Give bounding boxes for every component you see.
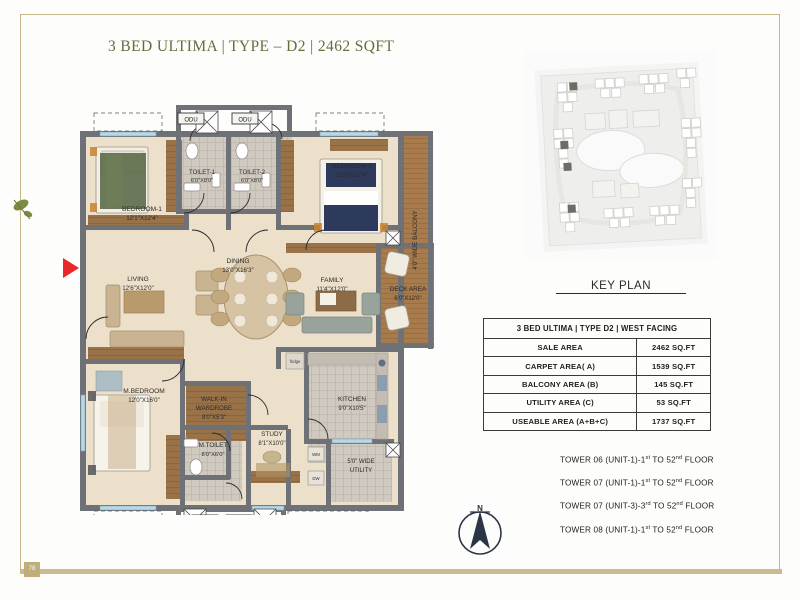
room-dims-mtoilet: 8'0"X6'0" — [201, 452, 224, 458]
room-dims-bedroom2: 13'0"X12'4" — [336, 172, 368, 179]
tower-line-1: TOWER 06 (UNIT-1)-1st TO 52nd FLOOR — [560, 455, 714, 465]
room-label-mbedroom: M.BEDROOM — [123, 388, 164, 395]
compass-north-label: N — [477, 504, 483, 513]
tower-floor-list: TOWER 06 (UNIT-1)-1st TO 52nd FLOOR TOWE… — [560, 455, 790, 548]
table-row: CARPET AREA( A) 1539 SQ.FT — [482, 356, 711, 376]
table-row: UTILITY AREA (C) 53 SQ.FT — [482, 393, 711, 413]
room-dims-mbedroom: 12'0"X16'0" — [128, 397, 160, 404]
room-label-toilet1: TOILET-1 — [189, 170, 216, 176]
entry-direction-arrow-icon — [63, 258, 79, 278]
spec-label-useable-area: USEABLE AREA (A+B+C) — [482, 411, 638, 431]
key-plan-title: KEY PLAN — [556, 280, 686, 294]
room-dims-kitchen: 9'0"X10'5" — [338, 406, 365, 412]
tower-line-4: TOWER 08 (UNIT-1)-1st TO 52nd FLOOR — [560, 524, 714, 535]
room-dims-living: 12'6"X12'0" — [122, 285, 154, 292]
spec-label-sale-area: SALE AREA — [482, 337, 638, 358]
room-label-utility-1: 5'0" WIDE — [347, 459, 374, 465]
dishwasher-label: DW — [312, 476, 320, 481]
spec-table-header: 3 BED ULTIMA | TYPE D2 | WEST FACING — [483, 318, 711, 339]
room-dims-wardrobe: 8'0"X5'3" — [202, 415, 226, 421]
svg-text:ODU: ODU — [184, 118, 197, 124]
svg-text:ODU: ODU — [238, 118, 251, 124]
room-label-family: FAMILY — [321, 277, 345, 284]
spec-value-utility-area: 53 SQ.FT — [636, 393, 711, 413]
spec-value-carpet-area: 1539 SQ.FT — [636, 356, 711, 376]
room-label-wardrobe-1: WALK-IN — [201, 396, 227, 403]
tower-line-3: TOWER 07 (UNIT-3)-3rd TO 52nd FLOOR — [560, 501, 715, 512]
room-label-balcony: 4'0" WIDE BALCONY — [412, 210, 419, 269]
key-plan-map — [525, 50, 717, 260]
table-row: BALCONY AREA (B) 145 SQ.FT — [482, 374, 711, 395]
spec-label-balcony-area: BALCONY AREA (B) — [482, 374, 638, 395]
spec-label-utility-area: UTILITY AREA (C) — [482, 393, 638, 413]
tower-line-2: TOWER 07 (UNIT-1)-1st TO 52nd FLOOR — [560, 478, 714, 488]
page-title: 3 BED ULTIMA | TYPE – D2 | 2462 SQFT — [108, 38, 395, 55]
room-dims-dining: 13'0"X16'3" — [222, 267, 254, 274]
room-label-mtoilet: M.TOILET — [199, 442, 228, 449]
room-dims-bedroom1: 12'1"X12'4" — [126, 215, 158, 222]
washing-machine-label: WM — [312, 452, 320, 457]
fridge-label: fridge — [290, 359, 301, 364]
spec-value-useable-area: 1737 SQ.FT — [636, 411, 711, 431]
room-label-deck: DECK AREA — [390, 286, 427, 293]
spec-value-balcony-area: 145 SQ.FT — [636, 374, 711, 395]
room-dims-deck: 6'0"X12'0" — [394, 296, 421, 302]
room-label-toilet2: TOILET-2 — [239, 170, 266, 176]
spec-value-sale-area: 2462 SQ.FT — [636, 337, 711, 358]
page-border-bottom-bar — [20, 569, 782, 574]
room-label-wardrobe-2: WARDROBE — [196, 405, 232, 412]
room-label-living: LIVING — [127, 276, 149, 283]
room-dims-study: 8'1"X10'0" — [258, 441, 285, 447]
odu-units-top: ODU ODU — [177, 112, 259, 125]
room-dims-toilet2: 6'0"X8'0" — [241, 178, 263, 184]
table-row: SALE AREA 2462 SQ.FT — [482, 337, 711, 358]
room-label-bedroom1: BEDROOM-1 — [122, 206, 162, 213]
room-label-kitchen: KITCHEN — [338, 396, 366, 403]
room-label-study: STUDY — [261, 431, 283, 438]
room-dims-family: 11'4"X12'0" — [316, 286, 347, 293]
table-row: USEABLE AREA (A+B+C) 1737 SQ.FT — [482, 411, 711, 431]
room-dims-toilet1: 6'0"X8'0" — [191, 178, 213, 184]
room-label-dining: DINING — [226, 258, 249, 265]
room-label-utility-2: UTILITY — [350, 468, 372, 474]
room-label-bedroom2: BEDROOM-2 — [332, 163, 372, 170]
floor-plan-drawing: fridge WM DW — [80, 95, 442, 515]
north-compass-icon: N — [458, 504, 502, 555]
spec-label-carpet-area: CARPET AREA( A) — [482, 356, 638, 376]
page-number-badge: 78 — [24, 562, 40, 577]
specification-table: 3 BED ULTIMA | TYPE D2 | WEST FACING SAL… — [482, 318, 711, 431]
leaf-ornament-icon — [13, 199, 33, 220]
spec-table-header-row: 3 BED ULTIMA | TYPE D2 | WEST FACING — [483, 318, 711, 339]
